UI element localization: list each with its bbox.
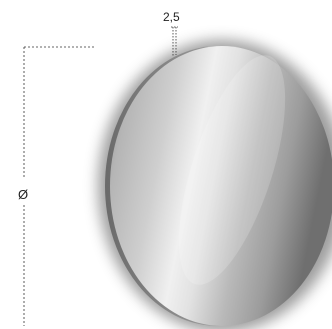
mirror-face (110, 46, 332, 326)
diameter-label: Ø (18, 187, 29, 202)
thickness-dimension (171, 26, 178, 57)
diameter-dimension (23, 46, 96, 326)
mirror-highlight (178, 55, 286, 285)
thickness-label: 2,5 (163, 10, 180, 24)
